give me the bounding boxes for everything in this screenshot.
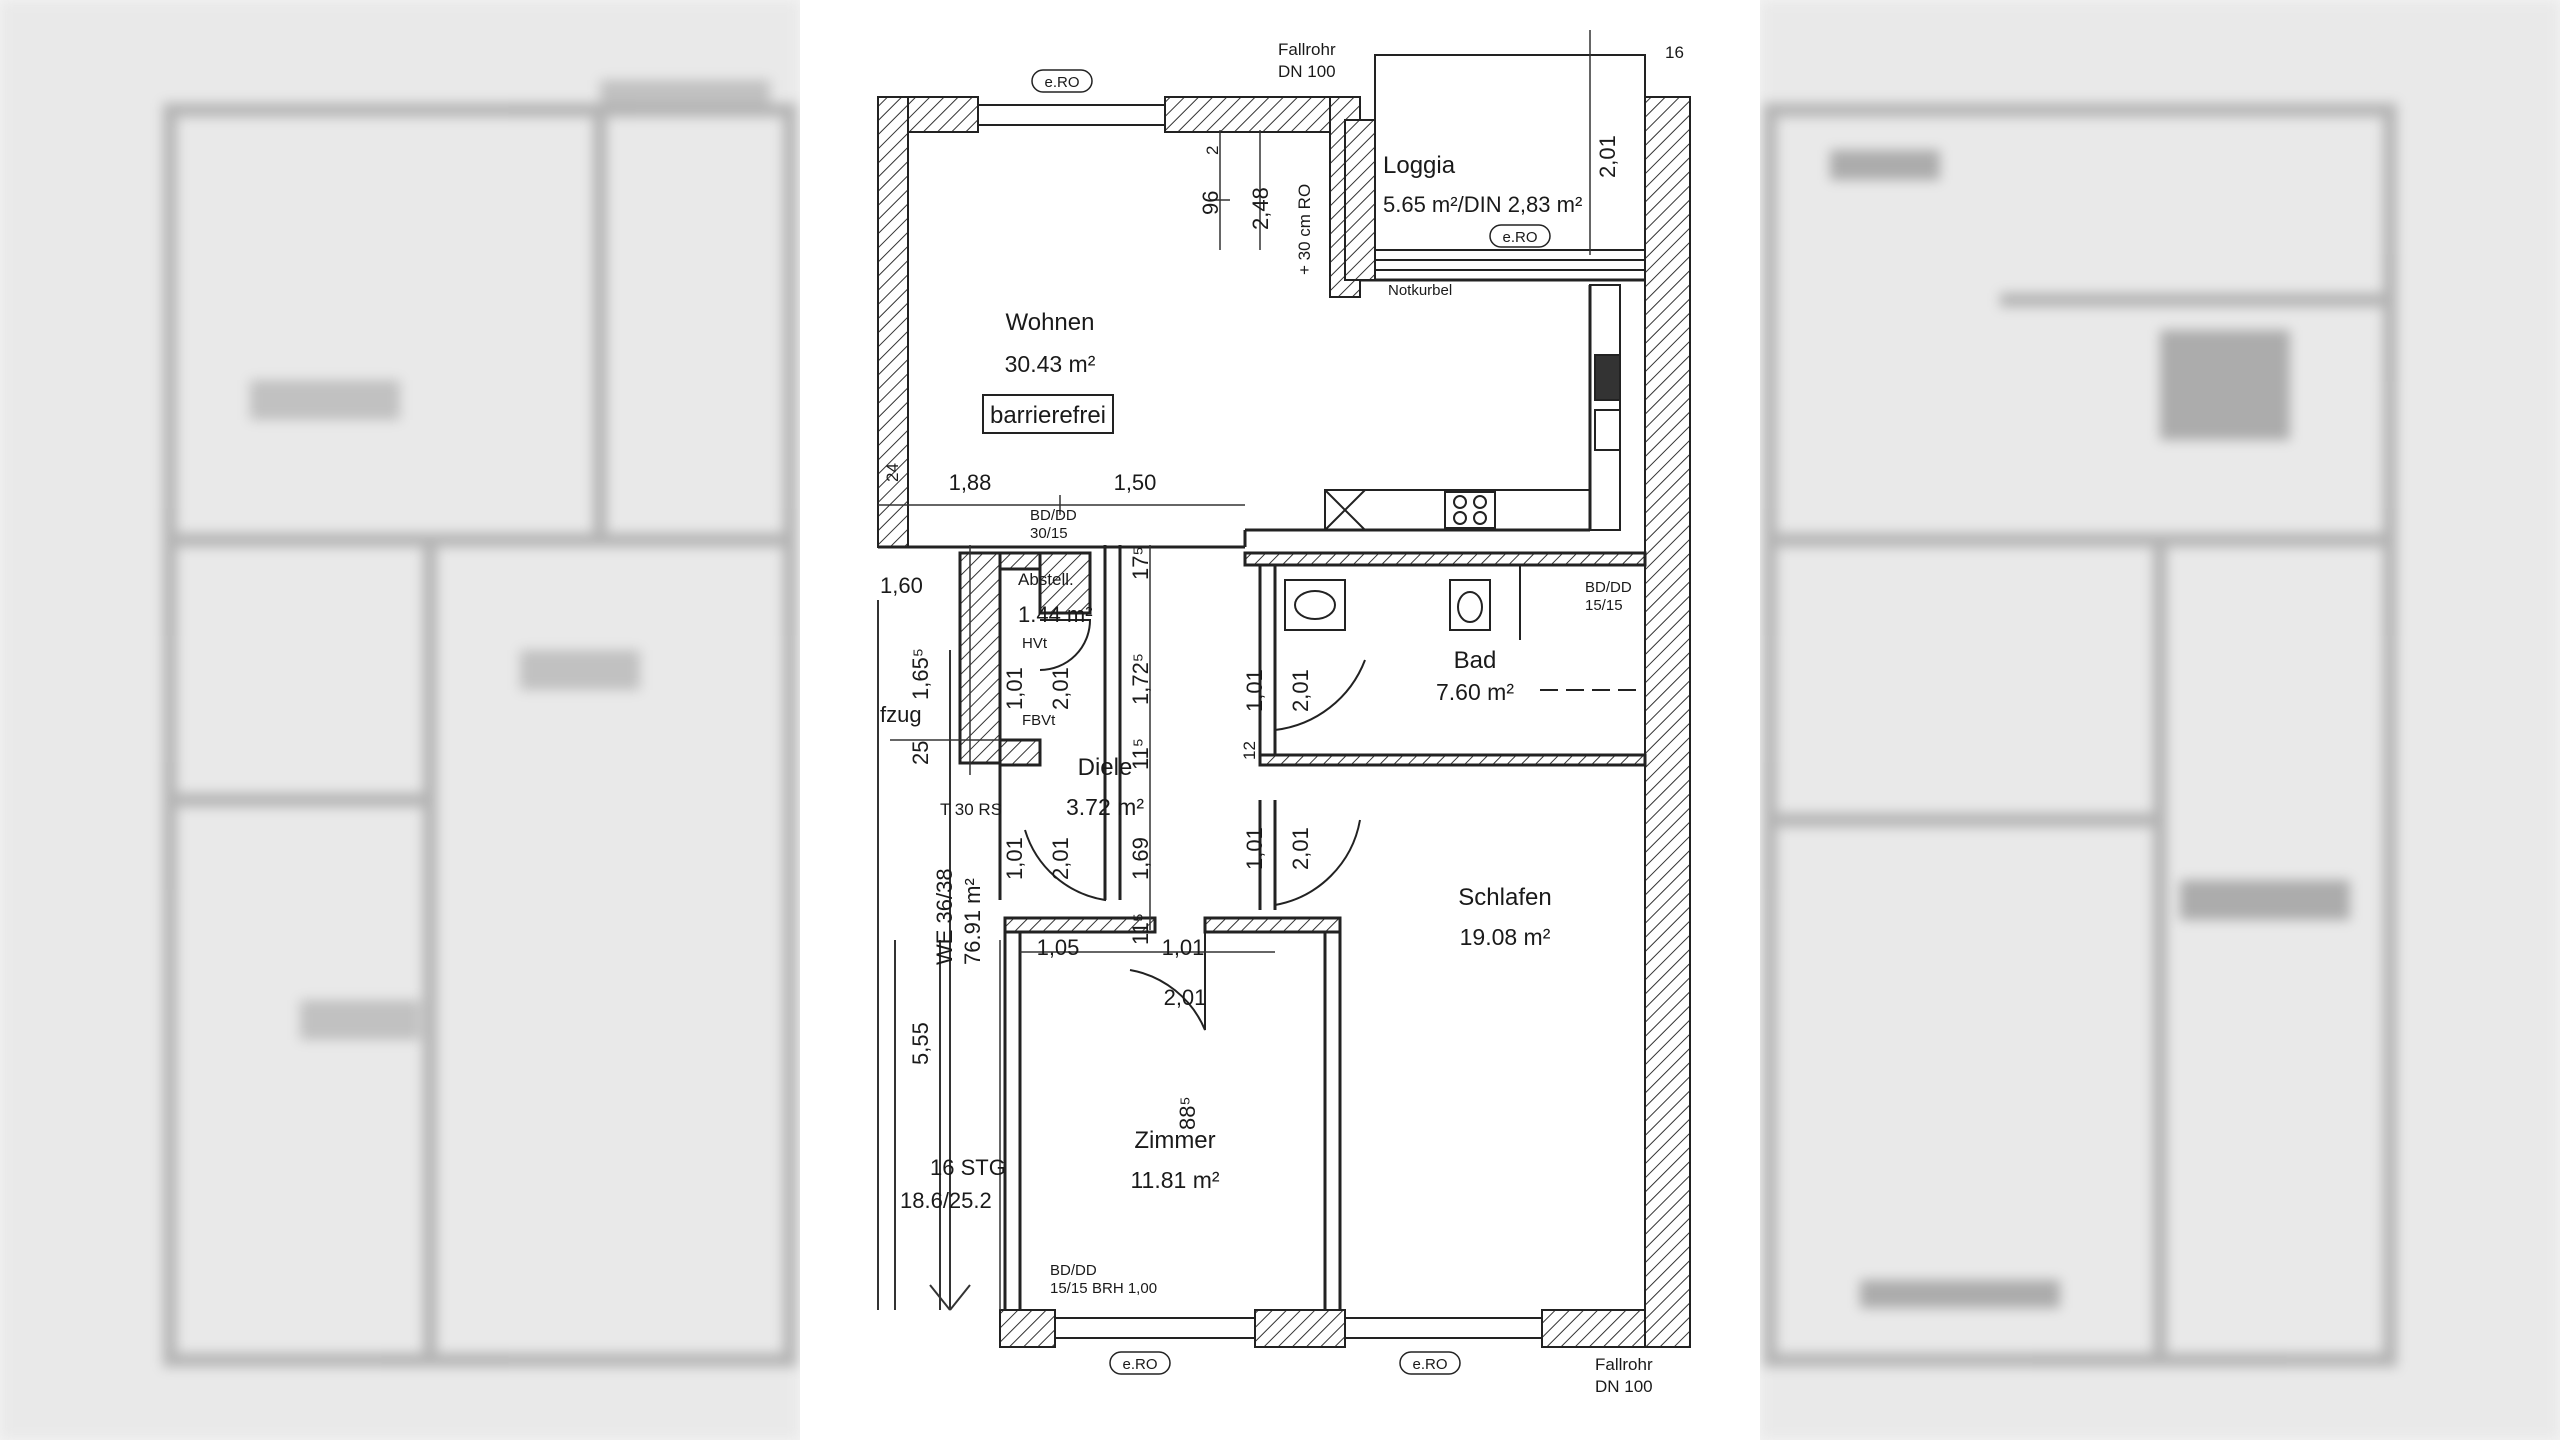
stg-dim-label: 18.6/25.2 <box>900 1188 992 1213</box>
background-blur-right <box>1760 0 2560 1440</box>
dim-101-schlafen: 1,01 <box>1242 827 1267 870</box>
ero-label-bottom-right: e.RO <box>1412 1356 1447 1373</box>
dim-101-abstell: 1,01 <box>1002 667 1027 710</box>
dn-bottom-label: DN 100 <box>1595 1377 1653 1396</box>
floor-plan: Wohnen 30.43 m² barrierefrei Loggia 5.65… <box>877 30 1691 1396</box>
background-plan-ghost-right <box>1763 103 2397 1367</box>
dim-115a: 11⁵ <box>1128 738 1153 770</box>
background-plan-ghost-left <box>163 80 797 1367</box>
dim-201-bad: 2,01 <box>1288 669 1313 712</box>
background-blur-left <box>0 0 800 1440</box>
notkurbel-label: Notkurbel <box>1388 282 1452 299</box>
diele-area: 3.72 m² <box>1066 794 1144 820</box>
ro-note-label: + 30 cm RO <box>1295 184 1314 275</box>
bddd-3015-size: 30/15 <box>1030 525 1068 542</box>
t30rs-label: T 30 RS <box>940 800 1002 819</box>
bddd-1515-size: 15/15 <box>1585 597 1623 614</box>
dim-201-schlafen: 2,01 <box>1288 827 1313 870</box>
barrierefrei-box <box>982 394 1114 434</box>
exterior-walls <box>877 96 1691 1348</box>
ero-label-loggia: e.RO <box>1502 229 1537 246</box>
dim-101-zimmer: 1,01 <box>1162 935 1205 960</box>
dim-165: 1,65⁵ <box>908 648 933 700</box>
dim-25: 25 <box>908 741 933 765</box>
fbvt-label: FBVt <box>1022 712 1056 729</box>
loggia-outline <box>1344 54 1646 281</box>
zimmer-label: Zimmer <box>1134 1127 1215 1154</box>
dim-201-zimmer: 2,01 <box>1164 985 1207 1010</box>
dim-885: 88⁵ <box>1175 1096 1200 1130</box>
dim-115b: 11⁵ <box>1128 913 1153 945</box>
ero-label-top: e.RO <box>1044 74 1079 91</box>
bddd-zimmer-size: 15/15 <box>1050 1280 1088 1297</box>
wohnen-area: 30.43 m² <box>1005 351 1096 377</box>
dim-101-diele: 1,01 <box>1002 837 1027 880</box>
interior-walls <box>878 278 1647 1310</box>
dim-248: 2,48 <box>1248 187 1273 230</box>
stg-label: 16 STG <box>930 1155 1006 1180</box>
bddd-3015-label: BD/DD <box>1030 507 1077 524</box>
abstell-area: 1.44 m² <box>1018 602 1093 627</box>
bad-area: 7.60 m² <box>1436 679 1514 705</box>
ero-badge-bottom-right <box>1399 1351 1461 1375</box>
ero-badge-bottom-left <box>1109 1351 1171 1375</box>
bathroom-fixtures <box>1284 565 1645 691</box>
loggia-area: 5.65 m²/DIN 2,83 m² <box>1383 192 1582 217</box>
dn-top-label: DN 100 <box>1278 62 1336 81</box>
hvt-label: HVt <box>1022 635 1048 652</box>
dim-96: 96 <box>1198 191 1223 215</box>
corner-16-label: 16 <box>1665 43 1684 62</box>
loggia-label: Loggia <box>1383 152 1456 179</box>
dimension-lines <box>878 30 1591 1310</box>
dim-101-bad: 1,01 <box>1242 669 1267 712</box>
dim-1725: 1,72⁵ <box>1128 653 1153 705</box>
bddd-1515-label: BD/DD <box>1585 579 1632 596</box>
dim-175: 17⁵ <box>1128 546 1153 580</box>
schlafen-label: Schlafen <box>1458 884 1551 911</box>
dim-24: 24 <box>883 463 902 482</box>
wohnen-label: Wohnen <box>1006 309 1095 336</box>
dim-555: 5,55 <box>908 1022 933 1065</box>
barrierefrei-tag: barrierefrei <box>990 402 1106 429</box>
dim-201-loggia: 2,01 <box>1595 135 1620 178</box>
dim-201-diele: 2,01 <box>1048 837 1073 880</box>
floor-plan-panel: Wohnen 30.43 m² barrierefrei Loggia 5.65… <box>800 0 1760 1440</box>
door-swings <box>1024 619 1366 1031</box>
aufzug-label: fzug <box>880 702 922 727</box>
schlafen-area: 19.08 m² <box>1460 924 1551 950</box>
dim-188: 1,88 <box>949 470 992 495</box>
bddd-zimmer-label: BD/DD <box>1050 1262 1097 1279</box>
bad-label: Bad <box>1454 647 1497 674</box>
dim-160: 1,60 <box>880 573 923 598</box>
fallrohr-top-label: Fallrohr <box>1278 40 1336 59</box>
dim-2: 2 <box>1203 146 1222 155</box>
we-label: WE 36/38 <box>932 868 957 965</box>
stairs <box>877 600 971 1311</box>
kitchen-counter <box>1324 284 1621 531</box>
fallrohr-bottom-label: Fallrohr <box>1595 1355 1653 1374</box>
dim-201-abstell: 2,01 <box>1048 667 1073 710</box>
dim-150: 1,50 <box>1114 470 1157 495</box>
ero-badge-loggia <box>1489 224 1551 248</box>
windows <box>977 104 1543 1339</box>
we-area: 76.91 m² <box>960 878 985 965</box>
ero-label-bottom-left: e.RO <box>1122 1356 1157 1373</box>
abstell-label: Abstell. <box>1018 570 1074 589</box>
zimmer-area: 11.81 m² <box>1130 1167 1219 1193</box>
ero-badge-top <box>1031 69 1093 93</box>
dim-12: 12 <box>1240 741 1259 760</box>
dim-105: 1,05 <box>1037 935 1080 960</box>
dim-169: 1,69 <box>1128 837 1153 880</box>
diele-label: Diele <box>1078 754 1133 781</box>
brh-label: BRH 1,00 <box>1092 1280 1157 1297</box>
